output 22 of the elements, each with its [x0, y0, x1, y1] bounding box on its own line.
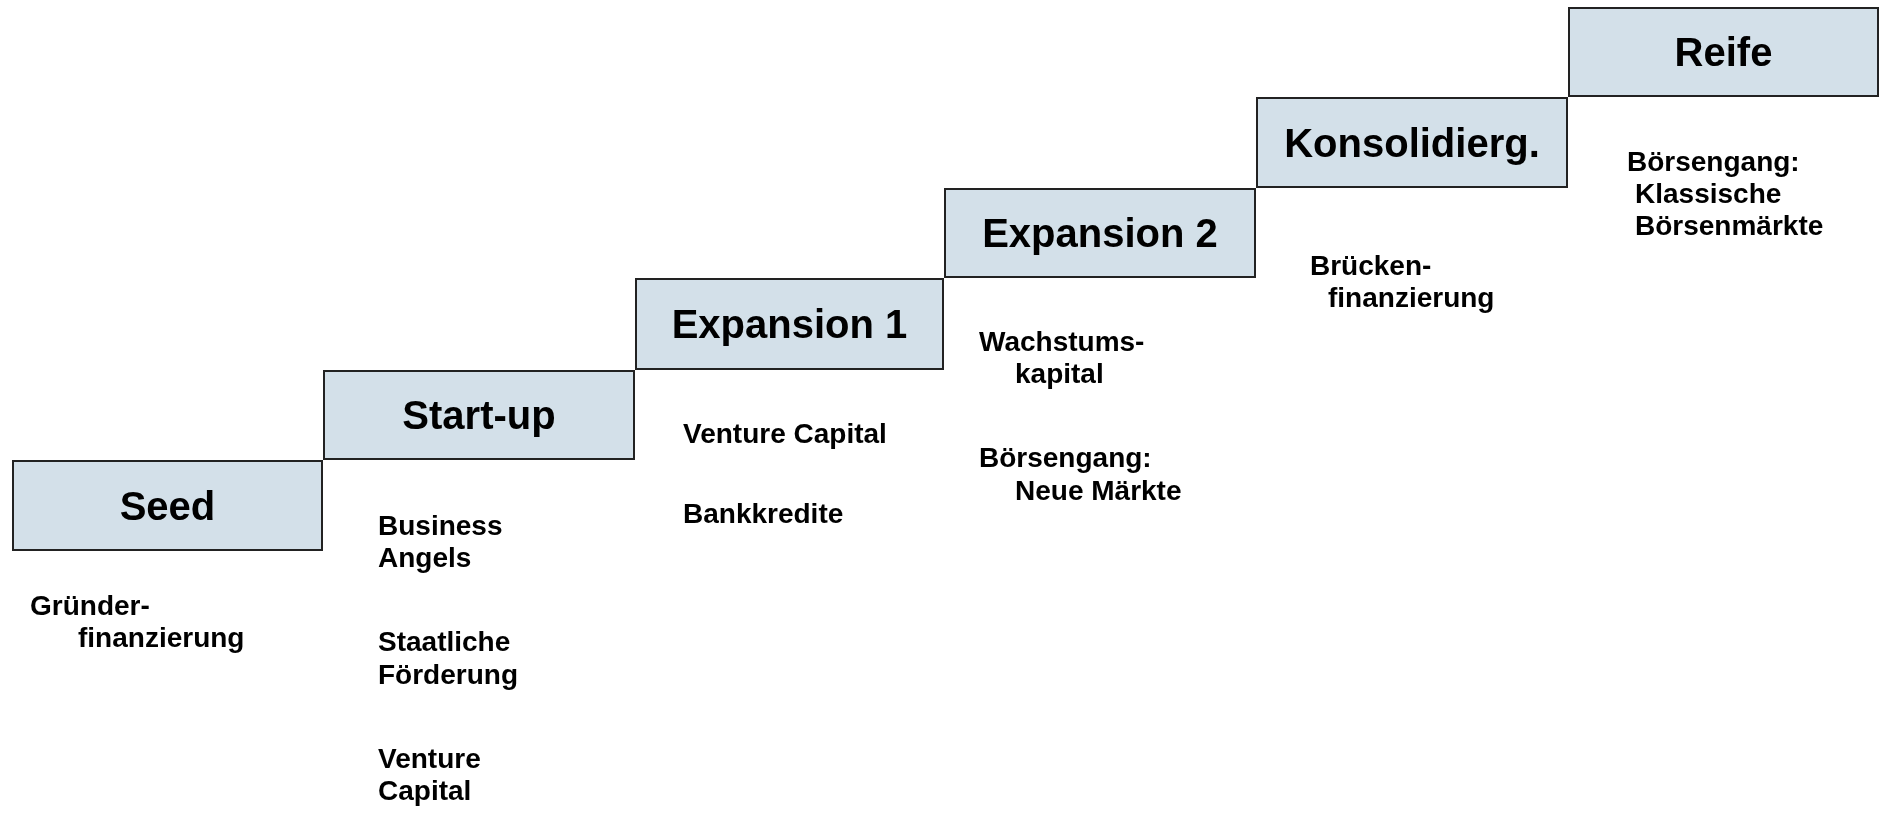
financing-label: Staatliche Förderung — [378, 626, 519, 691]
financing-label: Brücken- finanzierung — [1310, 250, 1496, 315]
stage-box — [1568, 7, 1879, 97]
stage-title: Seed — [119, 485, 216, 526]
stage-box — [1256, 97, 1568, 188]
financing-label: Gründer- finanzierung — [30, 590, 246, 655]
stage-box — [635, 278, 944, 370]
stage-title: Konsolidierg. — [1284, 122, 1540, 163]
financing-label: Business Angels — [378, 510, 504, 575]
stage-box — [944, 188, 1256, 278]
financing-label: Venture Capital — [378, 742, 482, 808]
stage-title: Reife — [1674, 32, 1773, 72]
financing-label: Bankkredite — [683, 498, 845, 531]
financing-label: Börsengang: Klassische Börsenmärkte — [1627, 146, 1825, 243]
stage-title: Start-up — [402, 395, 556, 435]
stage-box — [323, 370, 635, 460]
financing-label: Wachstums- kapital — [979, 326, 1146, 391]
stage-box — [12, 460, 323, 551]
stage-title: Expansion 1 — [671, 304, 908, 344]
financing-label: Börsengang: Neue Märkte — [979, 442, 1183, 507]
financing-label: Venture Capital — [683, 418, 888, 451]
stage-title: Expansion 2 — [982, 213, 1218, 253]
